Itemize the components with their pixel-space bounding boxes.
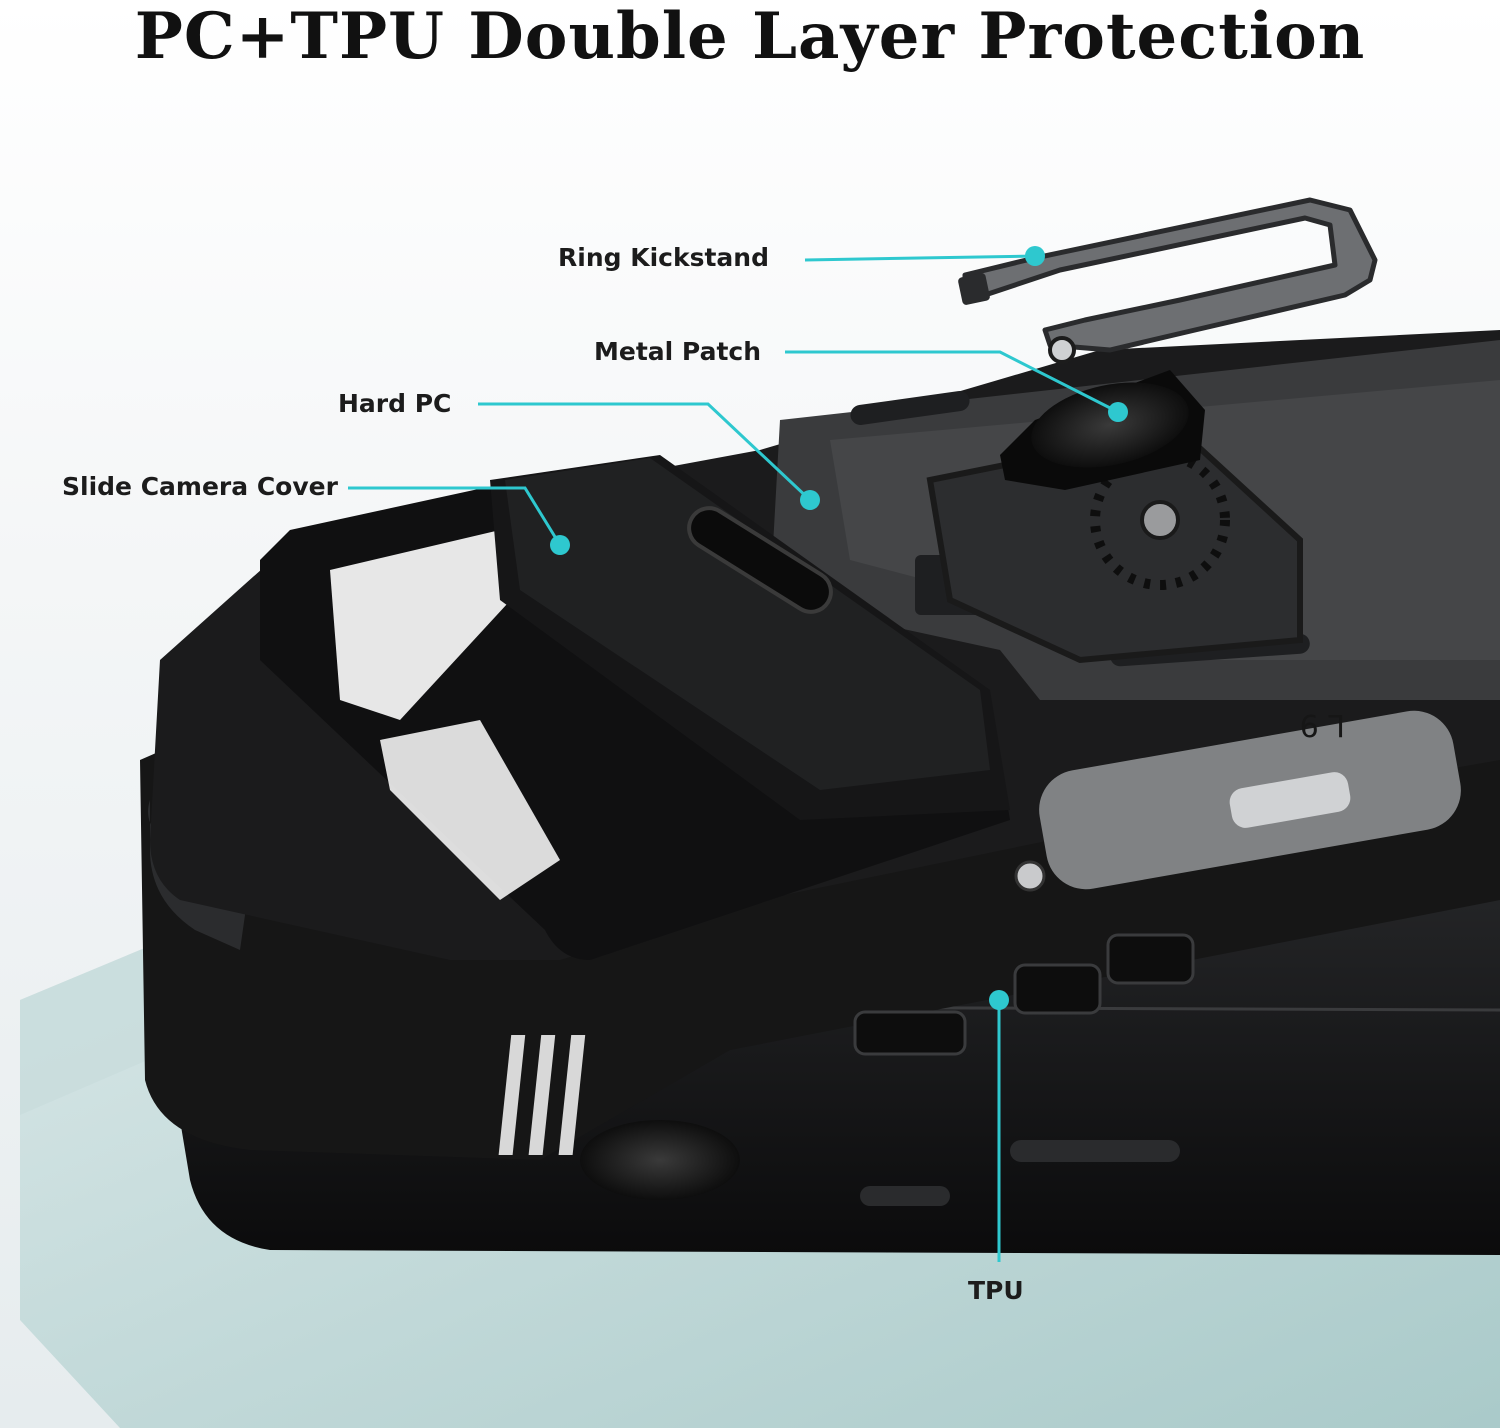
- key-button-cover: [1106, 933, 1195, 985]
- lower-camera-disc: [580, 1120, 740, 1200]
- callout-ring-kickstand: Ring Kickstand: [558, 243, 769, 272]
- side-button: [860, 1186, 950, 1206]
- page-title: PC+TPU Double Layer Protection: [134, 0, 1366, 74]
- callout-dots: [550, 246, 1128, 1010]
- side-button: [1010, 1140, 1180, 1162]
- callout-hard-pc: Hard PC: [338, 389, 452, 418]
- case-marking: L 9: [1300, 707, 1345, 742]
- tpu-dot: [989, 990, 1009, 1010]
- slide-camera-cover-dot: [550, 535, 570, 555]
- power-button-cover: [1013, 963, 1102, 1015]
- grip-latch: [1229, 772, 1351, 828]
- screw: [1014, 860, 1046, 892]
- slide-camera-cover-line: [348, 486, 562, 546]
- ring-kickstand-line: [804, 254, 1036, 262]
- ring-kickstand-dot: [1025, 246, 1045, 266]
- hard-pc-dot: [800, 490, 820, 510]
- callout-tpu: TPU: [968, 1276, 1024, 1305]
- callout-slide-camera-cover: Slide Camera Cover: [62, 472, 338, 501]
- camera-module: L 9: [926, 370, 1345, 742]
- callout-lines: [348, 254, 1119, 1262]
- volume-button-cover: [853, 1010, 967, 1056]
- hinge-stripes: [498, 1035, 586, 1155]
- metal-patch: [1000, 370, 1205, 490]
- metal-patch-dot: [1108, 402, 1128, 422]
- hard-pc-line: [478, 402, 812, 502]
- ring-kickstand: [958, 197, 1378, 364]
- slide-camera-cover-frame: [260, 455, 1010, 960]
- slide-grip: [687, 506, 833, 614]
- callout-metal-patch: Metal Patch: [594, 337, 762, 366]
- metal-patch-line: [785, 350, 1119, 414]
